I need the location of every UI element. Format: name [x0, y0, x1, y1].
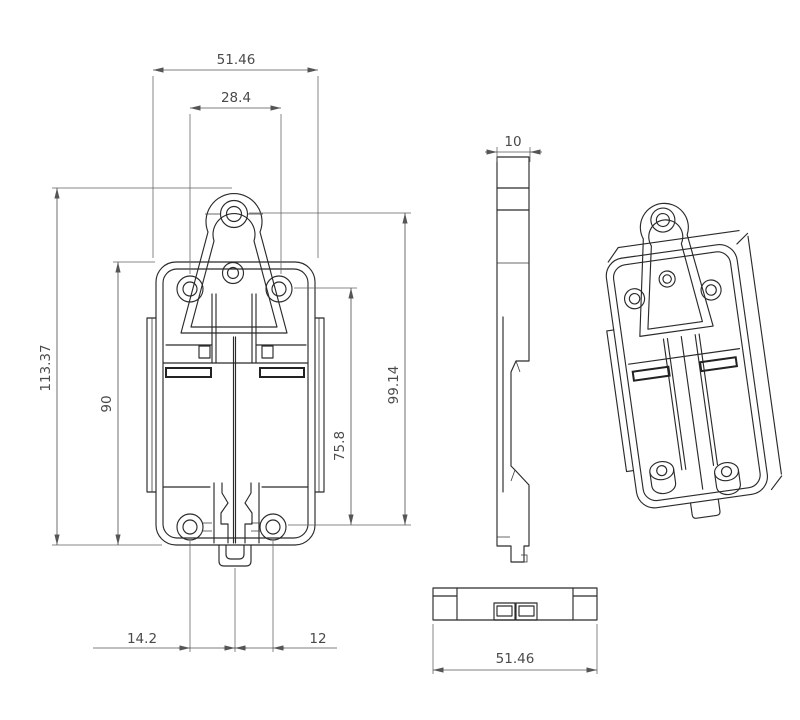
- side-profile-outline: [496, 156, 530, 563]
- bottom-right-hole-outer: [259, 513, 287, 541]
- iso-hook-hole-outer: [650, 207, 676, 233]
- top-left-hole-outer: [176, 275, 204, 303]
- dim-offsetleft-label: 14.2: [127, 631, 157, 647]
- dim-holepitch-label: 75.8: [332, 431, 348, 461]
- iso-left-boss-side: [649, 468, 677, 495]
- isometric-view: [605, 202, 783, 519]
- side-view: 10: [485, 134, 542, 563]
- bottom-view-end-caps: [432, 587, 598, 621]
- dim-totalheight-ext-lines: [52, 187, 232, 546]
- dim-bottomwidth-label: 51.46: [496, 651, 535, 667]
- bottom-clip-right-inner: [518, 605, 535, 617]
- side-foot-notch: [521, 554, 528, 563]
- bottom-clip-left-outer: [493, 602, 516, 621]
- front-right-tab: [314, 317, 325, 493]
- dim-hookspan-ext-lines: [189, 114, 282, 274]
- hook-inner-outline: [190, 213, 278, 328]
- iso-body-outer: [605, 244, 768, 509]
- iso-hook-hole-inner: [655, 212, 670, 228]
- front-channel-walls: [211, 293, 257, 364]
- iso-depth-edges: [607, 229, 783, 491]
- iso-hook-lower-hole: [658, 270, 676, 288]
- side-upper-edges: [496, 187, 530, 211]
- bottom-hole-stems: [203, 522, 260, 532]
- hook-lower-hole-inner: [226, 266, 240, 280]
- iso-left-boss-hole: [656, 465, 668, 477]
- hook-hole-outer: [219, 199, 249, 229]
- iso-hook-lower-hole-inner: [662, 274, 672, 284]
- front-body-outer-outline: [155, 261, 316, 546]
- bottom-latch-outer: [218, 544, 252, 567]
- iso-hook-inner: [647, 219, 703, 330]
- iso-right-boss-hole: [720, 466, 733, 478]
- iso-left-slot: [631, 365, 671, 382]
- clip-finger-left: [213, 482, 229, 544]
- bottom-clip-left-inner: [496, 605, 513, 617]
- side-hook-details: [510, 360, 521, 482]
- hook-lower-hole-outer: [221, 261, 245, 285]
- side-light-edges: [497, 262, 529, 538]
- dim-width-label: 51.46: [217, 52, 256, 68]
- dim-outerpitch-label: 99.14: [386, 366, 402, 405]
- iso-right-slot: [698, 356, 739, 373]
- bottom-view: 51.46: [432, 587, 598, 674]
- hook-outer-outline: [180, 193, 288, 334]
- bottom-right-hole-inner: [265, 519, 281, 535]
- top-right-hole-outer: [265, 275, 293, 303]
- dim-totalheight-label: 113.37: [38, 344, 54, 391]
- front-left-slot: [165, 367, 212, 378]
- iso-bottom-latch: [689, 498, 721, 519]
- dim-outerpitch-ext-lines: [249, 212, 411, 526]
- front-left-tab: [146, 317, 157, 493]
- top-right-hole-inner: [271, 281, 287, 297]
- bottom-left-hole-inner: [182, 519, 198, 535]
- iso-channel-lines: [662, 333, 719, 490]
- dim-bottom-ext-lines: [189, 541, 274, 652]
- front-view-dimensions: 51.46 28.4 113.37 90 75.8 99.14 14.2 12: [38, 52, 411, 652]
- dim-thickness-label: 10: [504, 134, 521, 150]
- front-view: [146, 193, 325, 567]
- front-left-notch: [198, 345, 211, 359]
- front-right-slot: [259, 367, 305, 378]
- dim-offsetright-label: 12: [309, 631, 326, 647]
- iso-left-tab: [606, 329, 635, 473]
- top-left-hole-inner: [182, 281, 198, 297]
- front-right-notch: [261, 345, 274, 359]
- bottom-latch-inner: [225, 544, 245, 560]
- front-center-divider: [232, 336, 237, 544]
- iso-top-left-hole-inner: [628, 292, 641, 305]
- iso-right-boss-side: [714, 469, 741, 496]
- dim-bodyheight-label: 90: [99, 395, 115, 412]
- iso-top-right-hole: [700, 279, 722, 301]
- iso-top-left-hole: [623, 288, 646, 310]
- iso-body-inner: [612, 251, 761, 502]
- iso-left-boss-top: [649, 460, 675, 481]
- iso-hook-outer: [639, 202, 714, 337]
- dim-hookspan-label: 28.4: [221, 90, 251, 106]
- iso-top-right-hole-inner: [705, 284, 717, 296]
- bottom-left-hole-outer: [176, 513, 204, 541]
- dim-width-ext-lines: [152, 76, 319, 258]
- hook-hole-inner: [225, 205, 243, 223]
- bottom-clip-right-outer: [515, 602, 538, 621]
- clip-finger-right: [244, 482, 260, 544]
- dim-bottomwidth-ext-lines: [432, 624, 598, 674]
